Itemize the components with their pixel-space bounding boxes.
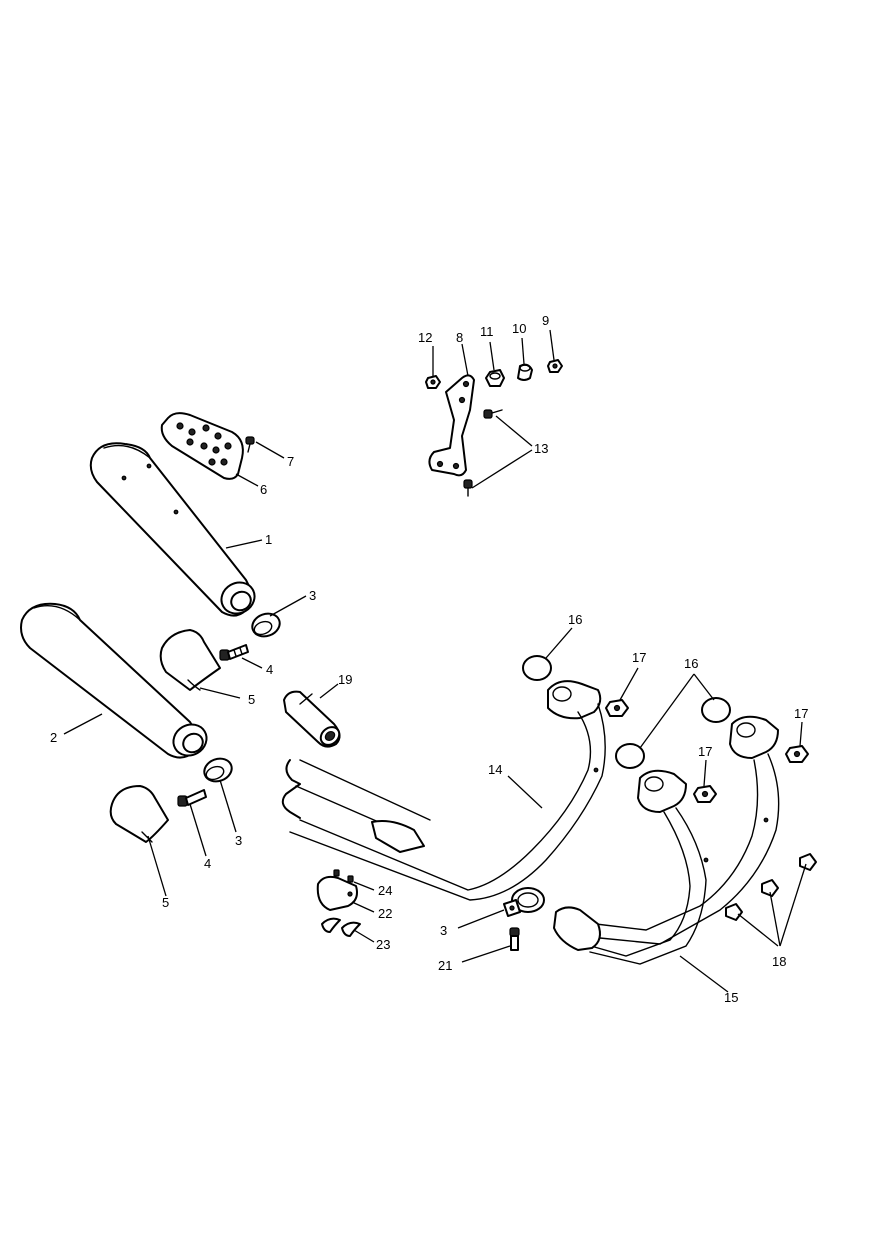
callout-3-upper: 3 [309,588,316,603]
callout-17-b: 17 [794,706,808,721]
link-pipe [283,690,341,748]
callout-numbers: 1 2 3 3 3 4 4 5 5 6 7 8 9 10 11 12 13 14… [50,313,808,1005]
silencer-lower [20,602,208,759]
sleeve-lower [109,785,169,843]
callout-5-upper: 5 [248,692,255,707]
mounting-bracket [428,374,475,477]
callout-22: 22 [378,906,392,921]
callout-4-upper: 4 [266,662,273,677]
callout-3-lower-left: 3 [235,833,242,848]
callout-14: 14 [488,762,502,777]
screws-24 [333,869,354,883]
callout-5-lower: 5 [162,895,169,910]
callout-23: 23 [376,937,390,952]
callout-16-left: 16 [568,612,582,627]
heat-shield-screw [245,436,255,453]
callout-3-lower-right: 3 [440,923,447,938]
flange-nut-17-b [785,745,809,763]
clamp-lower-right [503,887,545,917]
nut-12 [425,375,441,389]
studs-18 [725,853,817,921]
callout-16-right: 16 [684,656,698,671]
gasket-16-left [522,655,552,681]
nut-9 [547,359,563,373]
nut-11 [485,369,505,387]
clamp-22 [316,875,358,911]
header-pipes-14 [281,680,606,901]
silencer-upper [89,442,256,617]
flange-nut-17-a [605,699,629,717]
callout-13: 13 [534,441,548,456]
callout-1: 1 [265,532,272,547]
clamp-lower-left [203,757,233,783]
callout-7: 7 [287,454,294,469]
bolt-upper [219,644,249,661]
callout-17-a: 17 [632,650,646,665]
callout-6: 6 [260,482,267,497]
leader-lines [63,329,807,993]
sleeve-upper [159,629,221,691]
callout-18: 18 [772,954,786,969]
callout-9: 9 [542,313,549,328]
callout-19: 19 [338,672,352,687]
callout-12: 12 [418,330,432,345]
callout-21: 21 [438,958,452,973]
callout-24: 24 [378,883,392,898]
gasket-16-mid [615,743,645,769]
bolt-21 [509,927,520,951]
callout-2: 2 [50,730,57,745]
heat-shield-perforated [160,412,244,480]
gasket-16-right [701,697,731,723]
flange-nut-17-c [693,785,717,803]
callout-17-c: 17 [698,744,712,759]
clamp-halves-23 [321,917,361,937]
header-pipes-15 [553,715,780,965]
callout-10: 10 [512,321,526,336]
callout-11: 11 [480,324,494,339]
spacer-10 [517,363,533,381]
clamp-upper [251,612,281,638]
callout-4-lower: 4 [204,856,211,871]
callout-8: 8 [456,330,463,345]
bracket-screws [463,409,503,497]
bolt-lower [177,789,207,807]
callout-15: 15 [724,990,738,1005]
